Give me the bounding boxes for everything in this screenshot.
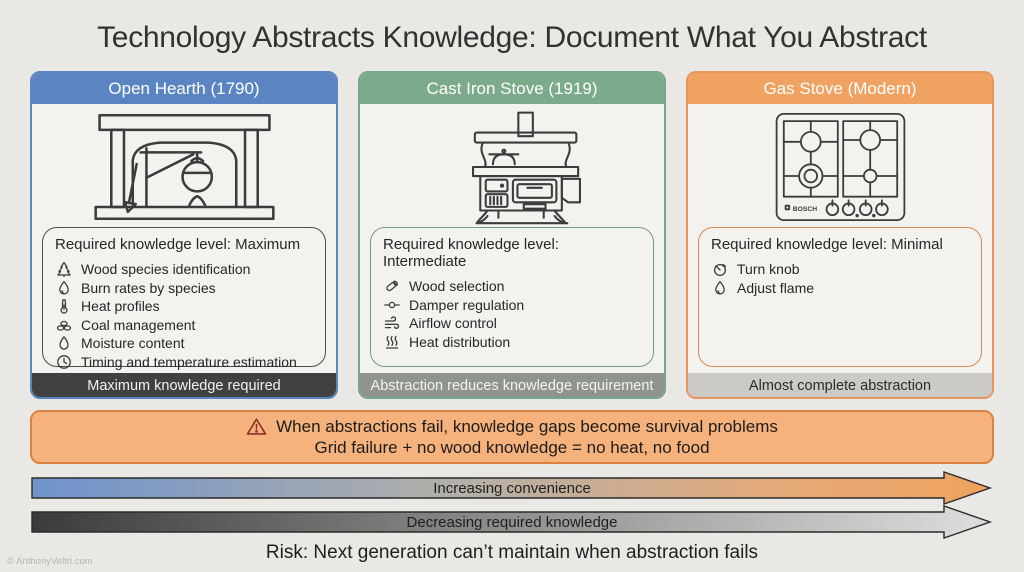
coal-pile-icon: [55, 316, 72, 333]
warning-text-line2: Grid failure + no wood knowledge = no he…: [314, 437, 710, 457]
damper-icon: [383, 296, 400, 313]
page-title: Technology Abstracts Knowledge: Document…: [97, 21, 927, 54]
list-item: Timing and temperature estimation: [55, 353, 313, 372]
knowledge-level-title: Required knowledge level: Minimal: [711, 236, 943, 253]
list-item: Wood selection: [383, 277, 641, 296]
list-item: Airflow control: [383, 314, 641, 333]
list-item: Turn knob: [711, 260, 969, 279]
panel-open-hearth: Open Hearth (1790): [30, 71, 338, 399]
heat-waves-icon: [383, 333, 400, 350]
increasing-convenience-arrow: Increasing convenience: [31, 471, 993, 505]
knowledge-box: Required knowledge level: Maximum Wood s…: [42, 227, 326, 370]
arrow-label: Decreasing required knowledge: [407, 514, 618, 531]
panels-row: Open Hearth (1790): [30, 71, 994, 399]
panel-gas-stove: Gas Stove (Modern): [686, 71, 994, 399]
arrow-label: Increasing convenience: [433, 480, 591, 497]
knowledge-level-title: Required knowledge level: Intermediate: [383, 236, 559, 270]
list-item: Damper regulation: [383, 296, 641, 315]
list-item: Wood species identification: [55, 260, 313, 279]
panel-cast-iron-stove-header: Cast Iron Stove (1919): [360, 73, 664, 104]
wood-log-icon: [383, 278, 400, 295]
clock-icon: [55, 353, 72, 370]
knob-dial-icon: [711, 261, 728, 278]
panel-open-hearth-header: Open Hearth (1790): [32, 73, 336, 104]
list-item: Moisture content: [55, 334, 313, 353]
knowledge-box: Required knowledge level: Minimal Turn k…: [698, 227, 982, 367]
airflow-icon: [383, 315, 400, 332]
panel-footer: Almost complete abstraction: [688, 373, 992, 397]
panel-footer: Abstraction reduces knowledge requiremen…: [360, 373, 664, 397]
warning-text-line1: When abstractions fail, knowledge gaps b…: [276, 416, 778, 436]
warning-banner: When abstractions fail, knowledge gaps b…: [30, 410, 994, 464]
thermometer-icon: [55, 298, 72, 315]
arrows-section: Increasing convenience Decreasing requir…: [31, 471, 994, 539]
flame-icon: [55, 279, 72, 296]
decreasing-knowledge-arrow: Decreasing required knowledge: [31, 505, 993, 539]
list-item: Adjust flame: [711, 279, 969, 298]
list-item: Heat profiles: [55, 297, 313, 316]
knowledge-box: Required knowledge level: Intermediate W…: [370, 227, 654, 367]
pine-tree-icon: [55, 261, 72, 278]
watermark: © AnthonyVeltri.com: [7, 556, 93, 567]
list-item: Heat distribution: [383, 333, 641, 352]
open-hearth-illustration: [82, 107, 287, 227]
list-item: Coal management: [55, 316, 313, 335]
bosch-brand-label: BOSCH: [792, 206, 817, 213]
panel-footer: Maximum knowledge required: [32, 373, 336, 397]
water-droplet-icon: [55, 335, 72, 352]
cast-iron-stove-illustration: [427, 107, 597, 227]
list-item: Burn rates by species: [55, 279, 313, 298]
risk-statement: Risk: Next generation can’t maintain whe…: [265, 542, 759, 563]
gas-cooktop-illustration: BOSCH: [773, 107, 908, 227]
warning-triangle-icon: [246, 417, 267, 436]
panel-cast-iron-stove: Cast Iron Stove (1919): [358, 71, 666, 399]
knowledge-level-title: Required knowledge level: Maximum: [55, 236, 301, 253]
flame-icon: [711, 279, 728, 296]
panel-gas-stove-header: Gas Stove (Modern): [688, 73, 992, 104]
